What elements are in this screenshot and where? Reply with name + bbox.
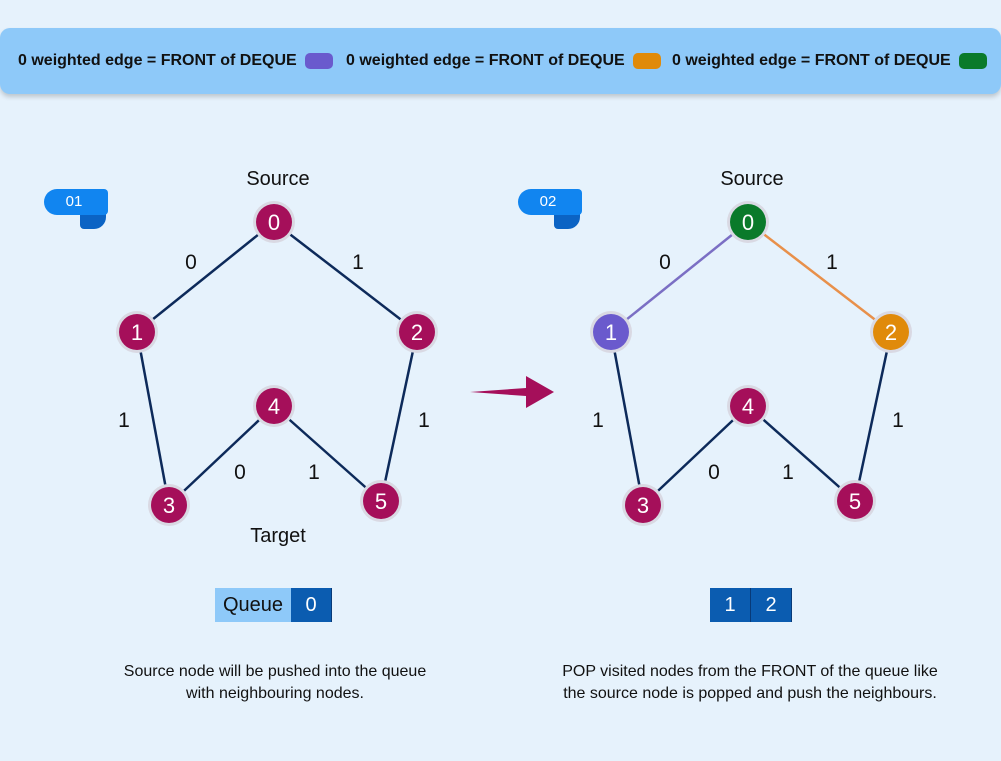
graph-step-02: 0 1 1 1 0 1 0 1 2 3 4 5 bbox=[590, 201, 912, 526]
legend-label: 0 weighted edge = FRONT of DEQUE bbox=[672, 52, 951, 69]
node-label: 4 bbox=[742, 394, 754, 419]
node-5 bbox=[837, 483, 873, 519]
node-3 bbox=[625, 487, 661, 523]
source-label: Source bbox=[720, 168, 783, 190]
node-label: 4 bbox=[268, 394, 280, 419]
step-number: 02 bbox=[518, 189, 582, 215]
caption-step-01: Source node will be pushed into the queu… bbox=[60, 661, 490, 705]
legend-swatch-purple bbox=[304, 53, 333, 69]
edge-1-3 bbox=[135, 331, 171, 506]
edge-weight-label: 1 bbox=[118, 409, 130, 432]
edge-4-3 bbox=[168, 405, 275, 506]
node-label: 5 bbox=[849, 489, 861, 514]
edge-weight-label: 1 bbox=[418, 409, 430, 432]
legend-item-purple: 0 weighted edge = FRONT of DEQUE bbox=[18, 50, 333, 72]
legend-swatch-green bbox=[958, 53, 987, 69]
step-badge-02: 02 bbox=[518, 189, 582, 237]
arrow-right-icon bbox=[470, 376, 554, 408]
edge-0-2 bbox=[273, 221, 418, 333]
node-1 bbox=[593, 314, 629, 350]
queue-step-01: Queue 0 bbox=[215, 588, 333, 622]
edge-weight-label: 1 bbox=[826, 251, 838, 274]
edge-weight-label: 0 bbox=[234, 461, 246, 484]
legend-item-green: 0 weighted edge = FRONT of DEQUE bbox=[672, 50, 987, 72]
step-badge-01: 01 bbox=[44, 189, 108, 237]
node-5 bbox=[363, 483, 399, 519]
edge-weight-label: 1 bbox=[308, 461, 320, 484]
node-2 bbox=[873, 314, 909, 350]
node-label: 3 bbox=[163, 493, 175, 518]
legend-bar: 0 weighted edge = FRONT of DEQUE 0 weigh… bbox=[0, 28, 1001, 94]
edge-4-3 bbox=[642, 405, 749, 506]
node-label: 2 bbox=[411, 320, 423, 345]
edge-1-3 bbox=[609, 331, 645, 506]
edge-weight-label: 0 bbox=[659, 251, 671, 274]
edge-weight-label: 0 bbox=[708, 461, 720, 484]
edge-weight-label: 1 bbox=[592, 409, 604, 432]
node-label: 2 bbox=[885, 320, 897, 345]
node-1 bbox=[119, 314, 155, 350]
edge-4-5 bbox=[747, 405, 856, 502]
queue-label: Queue bbox=[215, 588, 292, 622]
caption-line: the source node is popped and push the n… bbox=[563, 685, 937, 702]
node-0 bbox=[730, 204, 766, 240]
node-3 bbox=[151, 487, 187, 523]
legend-label: 0 weighted edge = FRONT of DEQUE bbox=[18, 52, 297, 69]
node-4 bbox=[730, 388, 766, 424]
edge-0-1 bbox=[136, 221, 275, 333]
node-label: 3 bbox=[637, 493, 649, 518]
node-4 bbox=[256, 388, 292, 424]
edge-4-5 bbox=[273, 405, 382, 502]
source-label: Source bbox=[246, 168, 309, 190]
target-label: Target bbox=[250, 525, 306, 547]
node-label: 5 bbox=[375, 489, 387, 514]
node-0 bbox=[256, 204, 292, 240]
queue-cell: 1 bbox=[710, 588, 751, 622]
edge-weight-label: 1 bbox=[782, 461, 794, 484]
edge-0-1 bbox=[610, 221, 749, 333]
legend-label: 0 weighted edge = FRONT of DEQUE bbox=[346, 52, 625, 69]
edge-2-5 bbox=[853, 331, 893, 502]
legend-item-orange: 0 weighted edge = FRONT of DEQUE bbox=[346, 50, 661, 72]
node-label: 1 bbox=[131, 320, 143, 345]
step-number: 01 bbox=[44, 189, 108, 215]
edge-0-2 bbox=[747, 221, 892, 333]
queue-cell: 0 bbox=[291, 588, 333, 622]
caption-line: with neighbouring nodes. bbox=[186, 685, 364, 702]
edge-weight-label: 1 bbox=[352, 251, 364, 274]
node-label: 1 bbox=[605, 320, 617, 345]
edge-weight-label: 1 bbox=[892, 409, 904, 432]
caption-line: Source node will be pushed into the queu… bbox=[123, 663, 427, 680]
edge-weight-label: 0 bbox=[185, 251, 197, 274]
node-2 bbox=[399, 314, 435, 350]
queue-step-02: 1 2 bbox=[710, 588, 792, 622]
node-label: 0 bbox=[268, 210, 280, 235]
graph-step-01: 0 1 1 1 0 1 0 1 2 3 4 5 bbox=[116, 201, 438, 526]
node-label: 0 bbox=[742, 210, 754, 235]
edge-2-5 bbox=[379, 331, 419, 502]
queue-cell: 2 bbox=[751, 588, 792, 622]
caption-step-02: POP visited nodes from the FRONT of the … bbox=[520, 661, 980, 705]
caption-line: POP visited nodes from the FRONT of the … bbox=[562, 663, 938, 680]
legend-swatch-orange bbox=[632, 53, 661, 69]
